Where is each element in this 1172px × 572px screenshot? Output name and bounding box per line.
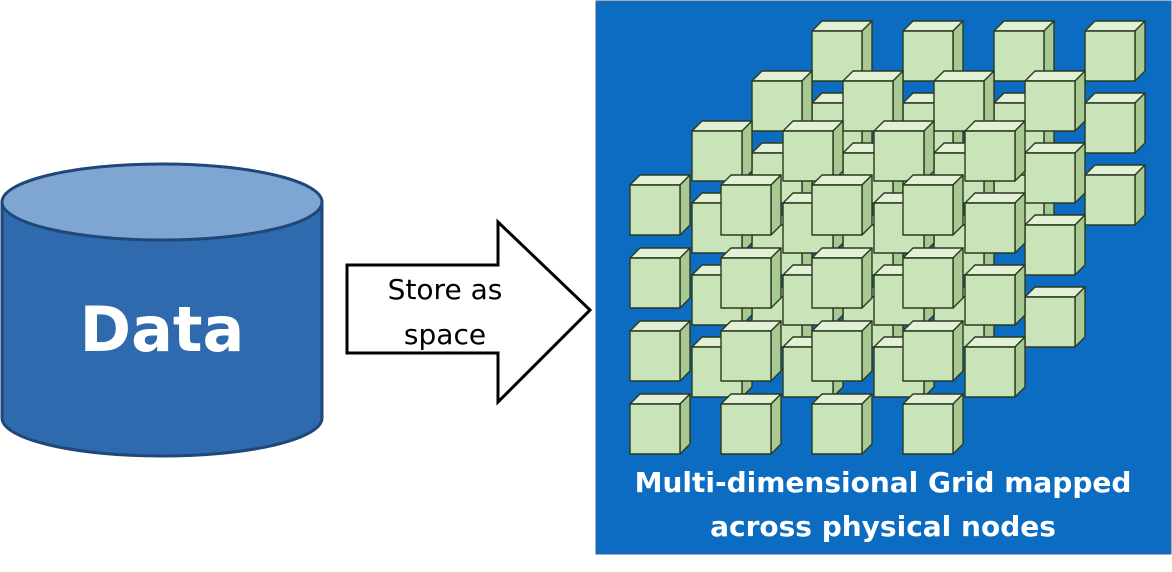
node-cube: [993, 20, 1055, 82]
node-cube: [1024, 286, 1086, 348]
grid-caption-line2: across physical nodes: [710, 510, 1056, 543]
grid-panel: Multi-dimensional Grid mapped across phy…: [595, 0, 1172, 555]
arrow-label-line2: space: [404, 318, 486, 351]
cylinder-body: [0, 200, 324, 458]
node-cube: [1024, 214, 1086, 276]
node-cube: [811, 393, 873, 455]
arrow-shape: [345, 218, 593, 406]
grid-caption-line1: Multi-dimensional Grid mapped: [635, 466, 1132, 499]
node-cube: [902, 174, 964, 236]
node-cube: [629, 247, 691, 309]
node-cube: [964, 264, 1026, 326]
node-cube: [902, 393, 964, 455]
node-cube: [811, 20, 873, 82]
node-cube: [629, 174, 691, 236]
node-cube: [811, 247, 873, 309]
node-cube: [902, 320, 964, 382]
data-cylinder: Data: [0, 162, 324, 458]
node-cube: [691, 120, 753, 182]
node-cube: [1024, 70, 1086, 132]
node-cube: [964, 192, 1026, 254]
node-cube: [720, 320, 782, 382]
node-cube: [811, 320, 873, 382]
node-cube: [720, 393, 782, 455]
node-cube: [873, 120, 935, 182]
node-cube: [629, 393, 691, 455]
node-cube: [1084, 20, 1146, 82]
node-cube: [720, 247, 782, 309]
node-cube: [1084, 164, 1146, 226]
node-cube: [720, 174, 782, 236]
cylinder-top: [0, 162, 324, 242]
node-cube: [782, 120, 844, 182]
node-cube: [1024, 142, 1086, 204]
cube-grid: [629, 20, 1146, 455]
node-cube: [811, 174, 873, 236]
cylinder-label: Data: [80, 293, 245, 366]
store-arrow: Store as space: [345, 218, 593, 406]
node-cube: [751, 70, 813, 132]
node-cube: [964, 336, 1026, 398]
arrow-label-line1: Store as: [388, 273, 503, 306]
node-cube: [1084, 92, 1146, 154]
node-cube: [629, 320, 691, 382]
node-cube: [902, 247, 964, 309]
node-cube: [964, 120, 1026, 182]
